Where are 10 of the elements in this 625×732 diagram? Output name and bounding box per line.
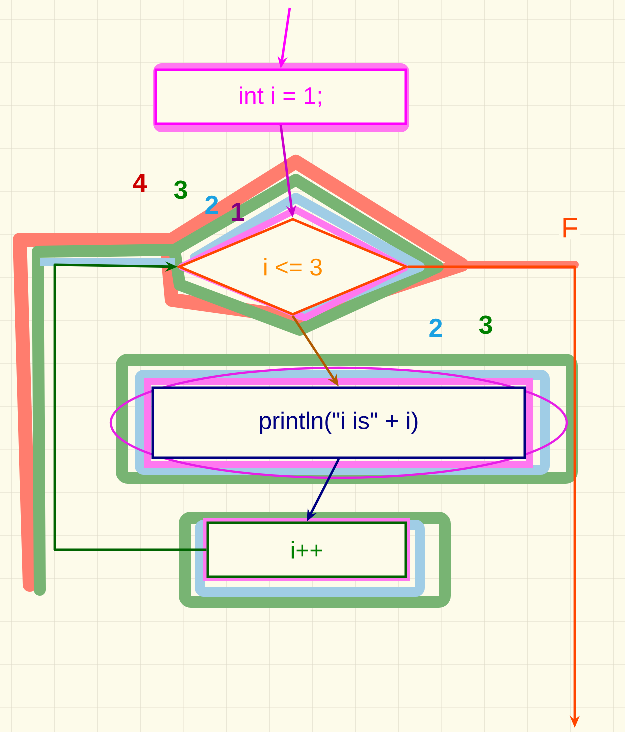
process-box: i++ [206, 522, 408, 578]
edge-label: F [559, 216, 581, 240]
step-number: 4 [133, 174, 148, 192]
step-number: 3 [479, 316, 492, 334]
step-number: 1 [232, 203, 244, 221]
process-box: println("i is" + i) [152, 386, 526, 460]
step-number: 3 [174, 180, 188, 200]
step-number: 2 [430, 318, 442, 338]
process-box: int i = 1; [154, 68, 408, 126]
arrow [54, 262, 207, 552]
